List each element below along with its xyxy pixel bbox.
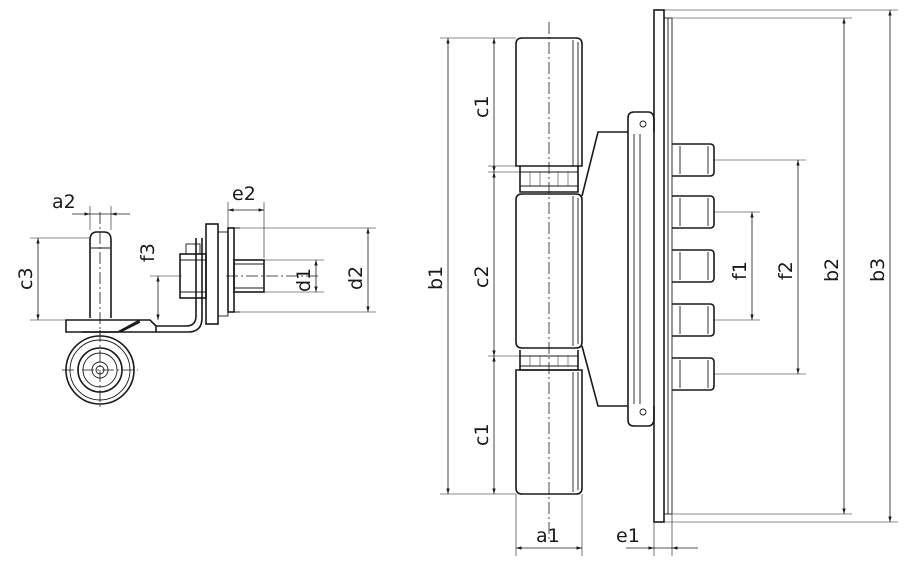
dim-c3: c3 bbox=[15, 237, 90, 321]
top-knuckle bbox=[515, 37, 583, 167]
side-base-plate bbox=[65, 319, 157, 333]
dim-f3: f3 bbox=[137, 243, 182, 320]
label-d1: d1 bbox=[293, 268, 315, 292]
dim-e2: e2 bbox=[227, 183, 265, 258]
label-f1: f1 bbox=[729, 261, 751, 280]
top-collar bbox=[519, 166, 579, 193]
stud-5 bbox=[672, 357, 715, 391]
middle-knuckle bbox=[515, 193, 583, 349]
label-c1-top: c1 bbox=[471, 95, 493, 118]
label-f3: f3 bbox=[137, 243, 159, 262]
label-b2: b2 bbox=[821, 258, 843, 282]
dim-b3: b3 bbox=[664, 9, 898, 523]
side-flange bbox=[205, 223, 240, 325]
dim-a2: a2 bbox=[52, 191, 130, 230]
dim-c1-bottom: c1 bbox=[471, 356, 496, 494]
dim-b2: b2 bbox=[672, 17, 852, 515]
stud-4 bbox=[672, 303, 715, 337]
front-view: b1 c1 c2 c1 a1 bbox=[425, 9, 898, 556]
bottom-knuckle bbox=[515, 369, 583, 495]
label-c1-bottom: c1 bbox=[471, 423, 493, 446]
side-bracket bbox=[156, 238, 203, 333]
dim-e1: e1 bbox=[616, 514, 698, 556]
studs bbox=[672, 143, 715, 391]
side-view: a2 c3 f3 e2 d1 bbox=[15, 183, 376, 410]
stud-2 bbox=[672, 195, 715, 229]
label-d2: d2 bbox=[345, 266, 367, 290]
connector-bracket bbox=[581, 111, 655, 427]
dim-f2: f2 bbox=[775, 160, 800, 374]
label-b3: b3 bbox=[867, 258, 889, 282]
mounting-plate bbox=[653, 9, 673, 523]
label-b1: b1 bbox=[425, 266, 447, 290]
dim-f1: f1 bbox=[729, 212, 754, 320]
dim-d1: d1 bbox=[264, 259, 324, 293]
dim-c2: c2 bbox=[471, 171, 520, 357]
label-a2: a2 bbox=[52, 191, 76, 213]
label-f2: f2 bbox=[775, 261, 797, 280]
label-c2: c2 bbox=[471, 265, 493, 288]
dim-d2: d2 bbox=[234, 227, 376, 313]
stud-3 bbox=[672, 249, 715, 283]
label-e1: e1 bbox=[616, 525, 640, 547]
dim-c1-top: c1 bbox=[471, 38, 516, 172]
dim-a1: a1 bbox=[515, 494, 583, 556]
side-pin bbox=[89, 212, 112, 335]
label-e2: e2 bbox=[232, 183, 256, 205]
label-c3: c3 bbox=[15, 267, 37, 290]
dim-b1: b1 bbox=[425, 37, 516, 495]
stud-1 bbox=[672, 143, 715, 177]
label-a1: a1 bbox=[536, 525, 560, 547]
side-stud bbox=[226, 259, 320, 293]
side-knuckle bbox=[62, 330, 138, 410]
